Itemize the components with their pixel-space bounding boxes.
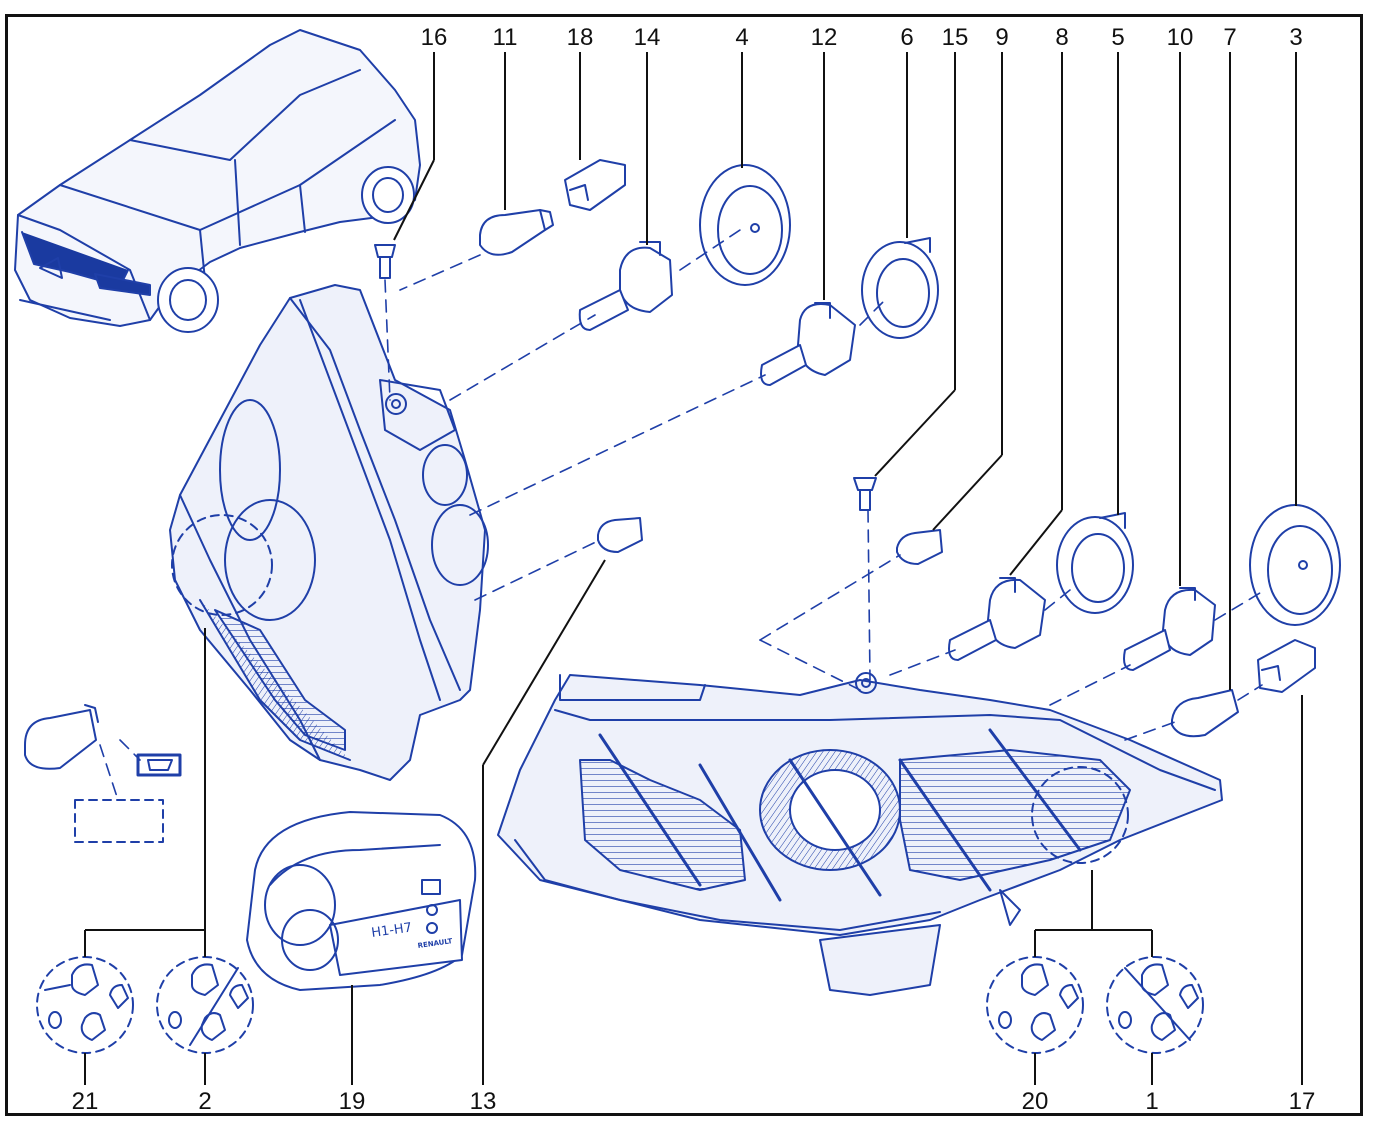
- part-label-13: 13: [469, 1088, 497, 1115]
- part-label-12: 12: [810, 24, 838, 51]
- socket-18: [564, 159, 626, 211]
- socket-17: [1257, 639, 1316, 693]
- cover-cap-5: [1056, 512, 1134, 614]
- part-label-15: 15: [941, 24, 969, 51]
- part-label-10: 10: [1166, 24, 1194, 51]
- bulb-set-20: [986, 956, 1084, 1054]
- part-label-1: 1: [1145, 1088, 1159, 1115]
- part-label-2: 2: [198, 1088, 212, 1115]
- part-label-3: 3: [1289, 24, 1303, 51]
- cover-cap-3: [1249, 504, 1341, 626]
- bulb-14: [578, 241, 673, 331]
- part-label-19: 19: [338, 1088, 366, 1115]
- part-label-17: 17: [1288, 1088, 1316, 1115]
- screw-15: [853, 477, 877, 511]
- part-label-16: 16: [420, 24, 448, 51]
- part-label-4: 4: [735, 24, 749, 51]
- part-label-21: 21: [71, 1088, 99, 1115]
- part-label-9: 9: [995, 24, 1009, 51]
- part-label-8: 8: [1055, 24, 1069, 51]
- bulb-11: [479, 209, 554, 256]
- part-label-18: 18: [566, 24, 594, 51]
- bulb-10: [1123, 587, 1216, 671]
- part-label-7: 7: [1223, 24, 1237, 51]
- cover-cap-6: [861, 237, 939, 339]
- part-label-11: 11: [492, 24, 518, 51]
- assembly-guide-lines: [99, 229, 1266, 801]
- part-label-5: 5: [1111, 24, 1125, 51]
- part-label-20: 20: [1021, 1088, 1049, 1115]
- bulb-12: [760, 302, 856, 386]
- leader-lines: [84, 52, 1303, 1085]
- kit-box-bulb-type: H1-H7: [370, 920, 412, 941]
- cover-cap-4: [699, 164, 791, 286]
- bulb-kit-box-19: [246, 811, 477, 991]
- left-headlight-housing: [169, 284, 489, 781]
- car-illustration: [14, 29, 421, 333]
- right-headlight-housing: [497, 672, 1223, 996]
- part-label-6: 6: [900, 24, 914, 51]
- part-label-14: 14: [633, 24, 661, 51]
- bulb-7: [1171, 689, 1239, 738]
- single-bulb-detail: [24, 704, 182, 843]
- bulb-set-21: [36, 956, 134, 1054]
- bulb-set-2: [156, 956, 254, 1054]
- bulb-13: [597, 517, 643, 553]
- bulb-9: [896, 529, 943, 565]
- bulb-8: [948, 577, 1046, 661]
- screw-16: [374, 244, 396, 279]
- bulb-set-1: [1106, 956, 1204, 1054]
